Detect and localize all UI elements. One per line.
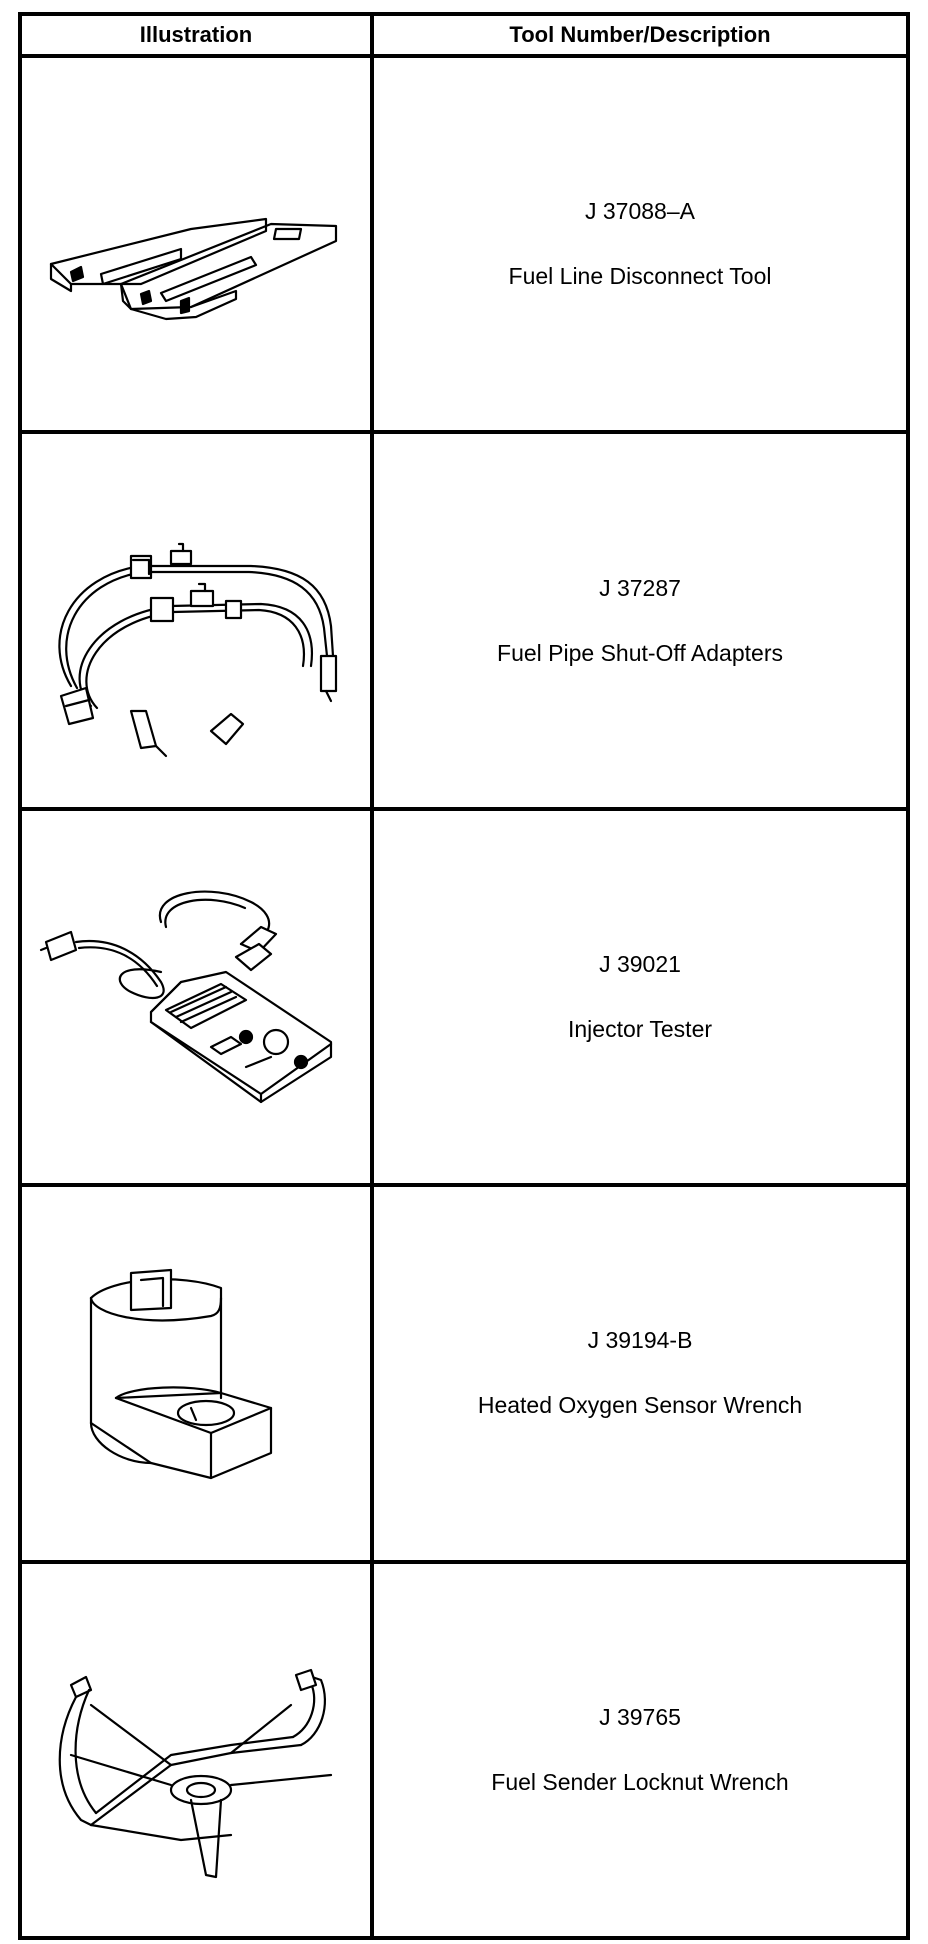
row-description: J 39194-B Heated Oxygen Sensor Wrench	[374, 1183, 906, 1559]
row-illustration	[22, 806, 370, 1183]
tool-description: Heated Oxygen Sensor Wrench	[477, 1392, 803, 1419]
oxygen-sensor-wrench-icon	[89, 1269, 273, 1480]
tool-description: Fuel Pipe Shut-Off Adapters	[497, 639, 783, 666]
tool-table: Illustration Tool Number/Description J 3…	[18, 12, 910, 1940]
locknut-wrench-icon	[58, 1668, 333, 1878]
row-description: J 37088–A Fuel Line Disconnect Tool	[374, 54, 906, 430]
tool-description: Fuel Sender Locknut Wrench	[491, 1768, 789, 1795]
row-illustration	[22, 1183, 370, 1559]
tool-number: J 39194-B	[587, 1327, 693, 1354]
tool-description: Fuel Line Disconnect Tool	[508, 263, 772, 290]
tool-number: J 37287	[599, 574, 681, 601]
header-illustration: Illustration	[139, 22, 253, 47]
shut-off-adapters-icon	[58, 542, 338, 757]
column-divider	[370, 16, 374, 54]
tool-number: J 37088–A	[585, 198, 695, 225]
header-description: Tool Number/Description	[509, 22, 771, 47]
row-description: J 37287 Fuel Pipe Shut-Off Adapters	[374, 430, 906, 806]
row-illustration	[22, 54, 370, 430]
row-description: J 39021 Injector Tester	[374, 806, 906, 1183]
tool-number: J 39021	[599, 950, 681, 977]
row-illustration	[22, 430, 370, 806]
row-illustration	[22, 1559, 370, 1936]
injector-tester-icon	[39, 890, 333, 1104]
fuel-line-disconnect-tool-icon	[49, 218, 338, 321]
tool-description: Injector Tester	[567, 1015, 713, 1042]
row-description: J 39765 Fuel Sender Locknut Wrench	[374, 1559, 906, 1936]
tool-number: J 39765	[599, 1703, 681, 1730]
